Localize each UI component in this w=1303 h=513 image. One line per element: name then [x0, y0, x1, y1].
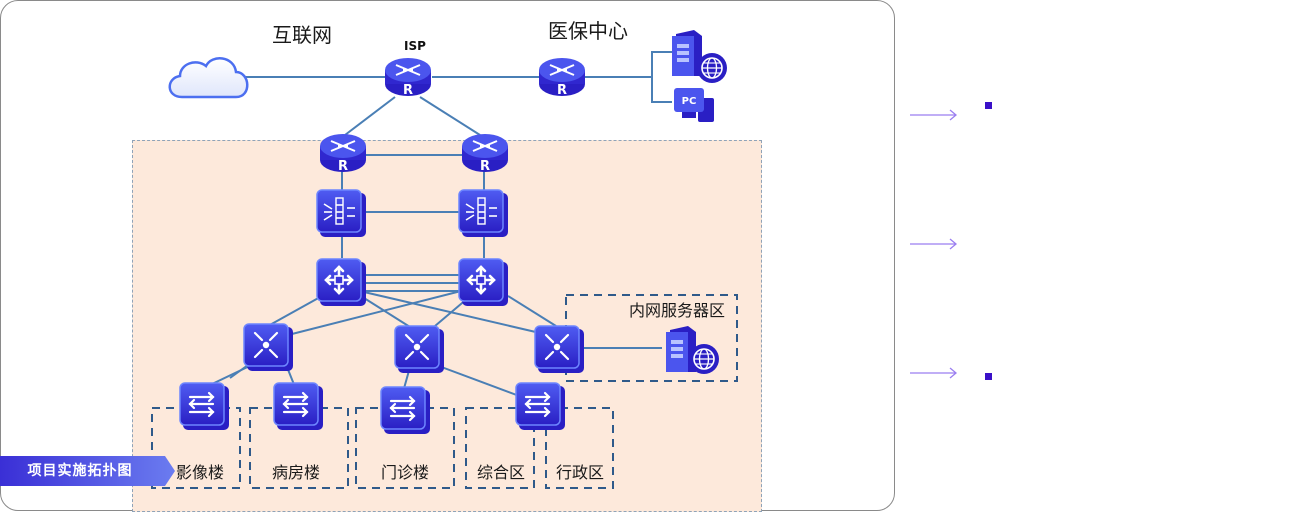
router-letter: R [338, 159, 348, 174]
title-ribbon [0, 456, 175, 486]
access-switch-general-admin-icon [515, 382, 566, 431]
link-core-right-agg-1 [287, 289, 466, 336]
isp-router-icon: R [384, 57, 432, 98]
core-router-left-icon: R [319, 133, 367, 174]
core-switch-right-icon [458, 258, 509, 307]
access-switch-outpatient-icon [380, 386, 431, 435]
hospital-network-zone [132, 140, 762, 512]
intranet-web-server-icon [666, 326, 719, 374]
aggregation-switch-1-icon [243, 323, 294, 372]
zone-label-outpatient: 门诊楼 [381, 463, 429, 482]
aggregation-switch-2-icon [394, 325, 445, 374]
core-switch-left-icon [316, 258, 367, 307]
core-router-right-icon: R [461, 133, 509, 174]
list-bullet-1 [985, 102, 992, 109]
link-insurance-devices [651, 51, 672, 103]
internet-cloud-icon [168, 57, 249, 99]
medical-insurance-center-label: 医保中心 [548, 19, 628, 43]
router-letter: R [557, 83, 567, 98]
topology-diagram: 互联网 ISP 医保中心 内网服务器区 影像楼 病房楼 门诊楼 综合区 行政区 … [151, 19, 738, 489]
router-letter: R [403, 83, 413, 98]
link-core-right-agg-3 [507, 295, 557, 327]
isp-label: ISP [404, 39, 426, 53]
aggregation-switch-3-icon [534, 325, 585, 374]
intranet-server-zone-box [565, 294, 738, 382]
pc-label: PC [682, 96, 697, 107]
list-bullet-3 [985, 373, 992, 380]
zone-boxes [151, 294, 738, 489]
access-switch-imaging-icon [179, 382, 230, 431]
router-letter: R [480, 159, 490, 174]
zone-label-general: 综合区 [477, 463, 525, 482]
zone-label-admin: 行政区 [556, 463, 604, 482]
arrow-right-icon [910, 238, 958, 250]
firewall-left-icon [316, 189, 367, 238]
arrow-right-icon [910, 109, 958, 121]
link-core-left-agg-2 [363, 297, 411, 328]
link-isp-core-router-right [419, 96, 481, 136]
diagram-title: 项目实施拓扑图 [27, 463, 133, 479]
internet-label: 互联网 [272, 23, 332, 47]
insurance-web-server-icon [672, 30, 727, 83]
insurance-router-icon: R [538, 57, 586, 98]
link-core-left-agg-1 [267, 295, 323, 327]
arrow-right-icon [910, 367, 958, 379]
firewall-right-icon [458, 189, 509, 238]
intranet-server-zone-label: 内网服务器区 [629, 301, 725, 320]
zone-box-general [465, 407, 535, 489]
access-switch-ward-icon [273, 382, 324, 431]
network-links [209, 51, 672, 398]
link-isp-core-router-left [344, 96, 396, 136]
zone-box-admin [545, 407, 614, 489]
zone-label-ward: 病房楼 [272, 463, 320, 482]
zone-label-imaging: 影像楼 [176, 463, 224, 482]
insurance-pc-icon: PC [674, 88, 714, 122]
